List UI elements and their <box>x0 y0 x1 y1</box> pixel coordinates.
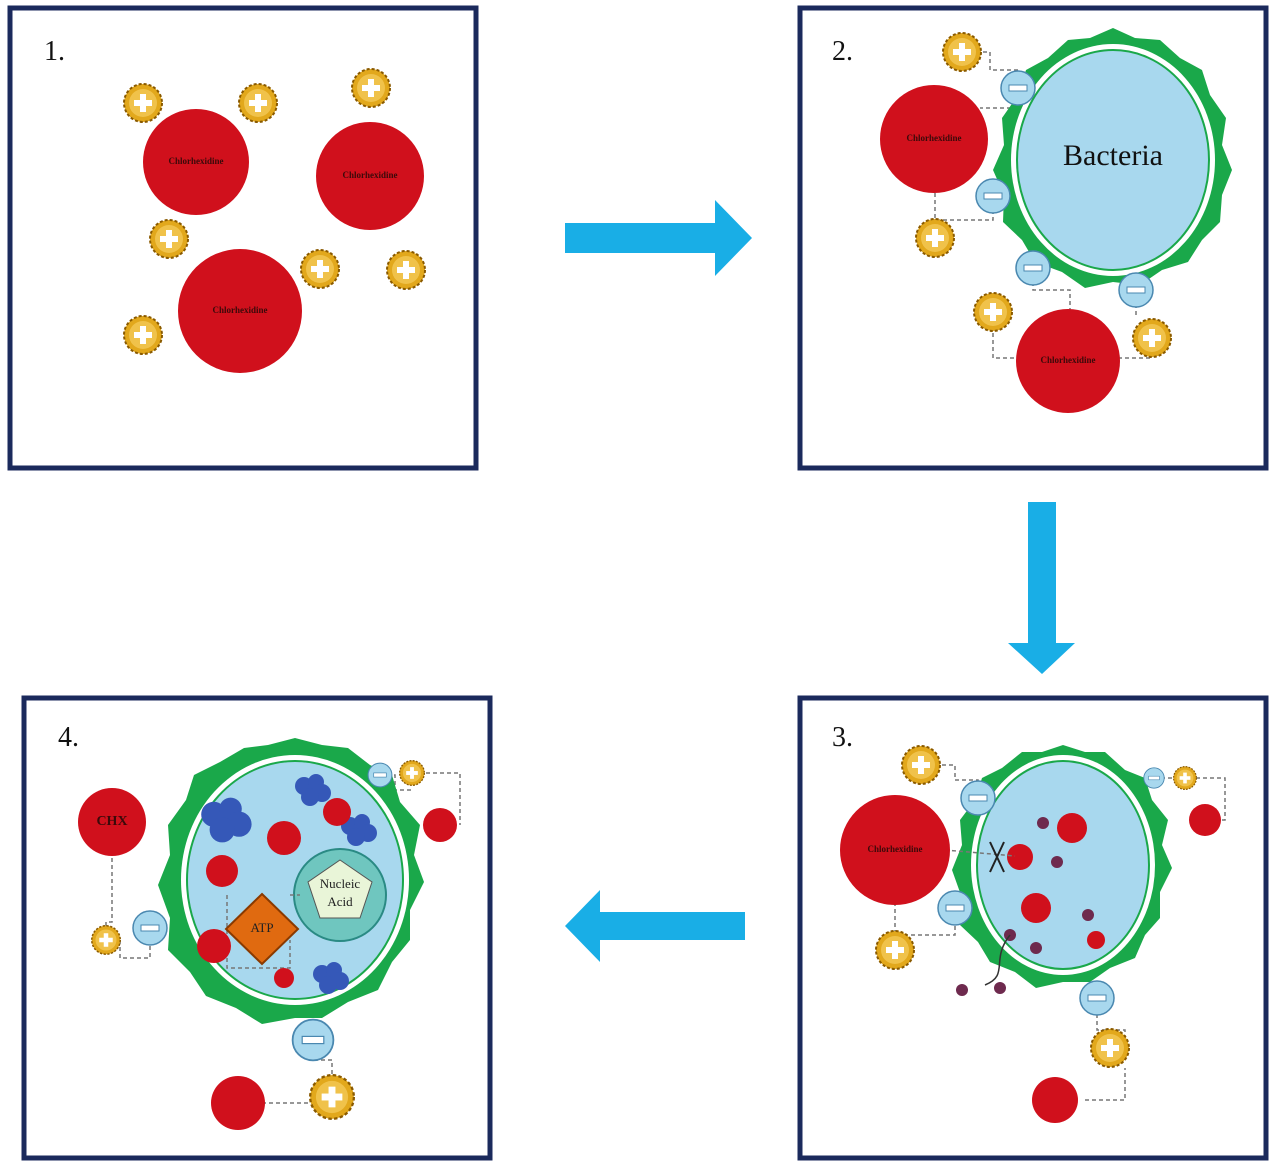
negative-charge-icon <box>132 910 168 946</box>
panel-1-frame <box>7 5 479 471</box>
connector-line <box>412 772 461 825</box>
atp-molecule <box>224 892 300 966</box>
ion-particle <box>994 982 1006 994</box>
positive-charge-icon <box>1090 1028 1130 1068</box>
chx-particle <box>197 929 231 963</box>
chlorhexidine-molecule <box>316 122 424 230</box>
chlorhexidine-label: Chlorhexidine <box>212 305 267 315</box>
ion-particle <box>1037 817 1049 829</box>
panel-1: 1. Chlorhexidine Chlorhexidine Chlorhexi… <box>7 5 479 471</box>
panel-4-number: 4. <box>58 722 79 753</box>
nucleic-acid-pentagon <box>307 859 373 919</box>
positive-charge-icon <box>300 249 340 289</box>
ion-particle <box>1082 909 1094 921</box>
ion-particle <box>956 984 968 996</box>
positive-charge-icon <box>386 250 426 290</box>
positive-charge-icon <box>351 68 391 108</box>
chx-particle <box>1021 893 1051 923</box>
negative-charge-icon <box>1000 70 1036 106</box>
positive-charge-icon <box>238 83 278 123</box>
negative-charge-icon <box>291 1018 335 1062</box>
negative-charge-icon <box>367 762 393 788</box>
panel-2: 2. Bacteria Chlorhexidine Chlorhexidine <box>797 5 1269 471</box>
chlorhexidine-label: Chlorhexidine <box>867 844 922 854</box>
negative-charge-icon <box>1079 980 1115 1016</box>
atp-label: ATP <box>250 920 273 935</box>
chlorhexidine-label: Chlorhexidine <box>906 133 961 143</box>
connector-line <box>226 895 291 969</box>
positive-charge-icon <box>91 925 121 955</box>
connector-line <box>934 193 994 221</box>
panel-1-number: 1. <box>44 36 65 67</box>
panel-3-number: 3. <box>832 722 853 753</box>
chlorhexidine-molecule <box>1016 309 1120 413</box>
negative-charge-icon <box>975 178 1011 214</box>
positive-charge-icon <box>398 759 426 786</box>
chlorhexidine-molecule <box>840 795 950 905</box>
positive-charge-icon <box>1172 765 1198 791</box>
chx-particle <box>323 798 351 826</box>
nucleic-acid-label-line1: Nucleic <box>320 876 361 891</box>
positive-charge-icon <box>149 219 189 259</box>
negative-charge-icon <box>960 780 996 816</box>
positive-charge-icon <box>915 218 955 258</box>
positive-charge-icon <box>1132 318 1172 358</box>
chx-label: CHX <box>96 814 127 829</box>
negative-charge-icon <box>1118 272 1154 308</box>
chlorhexidine-molecule <box>880 85 988 193</box>
chx-molecule <box>211 1076 265 1130</box>
positive-charge-icon <box>875 930 915 970</box>
chlorhexidine-molecule <box>143 109 249 215</box>
chx-particle <box>267 821 301 855</box>
cytoplasm <box>1016 49 1210 271</box>
arrow-right-icon <box>565 200 752 276</box>
chx-particle <box>1057 813 1087 843</box>
chlorhexidine-label: Chlorhexidine <box>1040 355 1095 365</box>
chx-particle <box>274 968 294 988</box>
block-mark-icon <box>989 841 1005 873</box>
positive-charge-icon <box>123 315 163 355</box>
positive-charge-icon <box>942 32 982 72</box>
chx-molecule <box>423 808 457 842</box>
chx-molecule <box>1032 1077 1078 1123</box>
arrow-down-icon <box>1008 502 1075 674</box>
chx-molecule <box>1189 804 1221 836</box>
ion-particle <box>1030 942 1042 954</box>
panel-2-number: 2. <box>832 36 853 67</box>
positive-charge-icon <box>123 83 163 123</box>
chlorhexidine-label: Chlorhexidine <box>342 170 397 180</box>
arrow-left-icon <box>565 890 745 962</box>
interaction-line <box>944 849 1016 857</box>
leak-path <box>984 934 1011 986</box>
negative-charge-icon <box>937 890 973 926</box>
nucleic-acid-label-line2: Acid <box>327 894 353 909</box>
positive-charge-icon <box>973 292 1013 332</box>
panel-3: 3. Chlorhexidine <box>797 695 1269 1161</box>
bacteria-label: Bacteria <box>1063 139 1163 172</box>
chlorhexidine-molecule <box>178 249 302 373</box>
ion-particle <box>1051 856 1063 868</box>
panel-4: 4. Nucleic Acid ATP CHX <box>21 695 493 1161</box>
positive-charge-icon <box>901 745 941 785</box>
negative-charge-icon <box>1143 767 1165 789</box>
chx-molecule <box>78 788 146 856</box>
chx-particle <box>1007 844 1033 870</box>
negative-charge-icon <box>1015 250 1051 286</box>
chlorhexidine-label: Chlorhexidine <box>168 156 223 166</box>
chx-particle <box>1087 931 1105 949</box>
chx-particle <box>206 855 238 887</box>
positive-charge-icon <box>308 1074 356 1121</box>
cytoplasm <box>976 760 1150 970</box>
